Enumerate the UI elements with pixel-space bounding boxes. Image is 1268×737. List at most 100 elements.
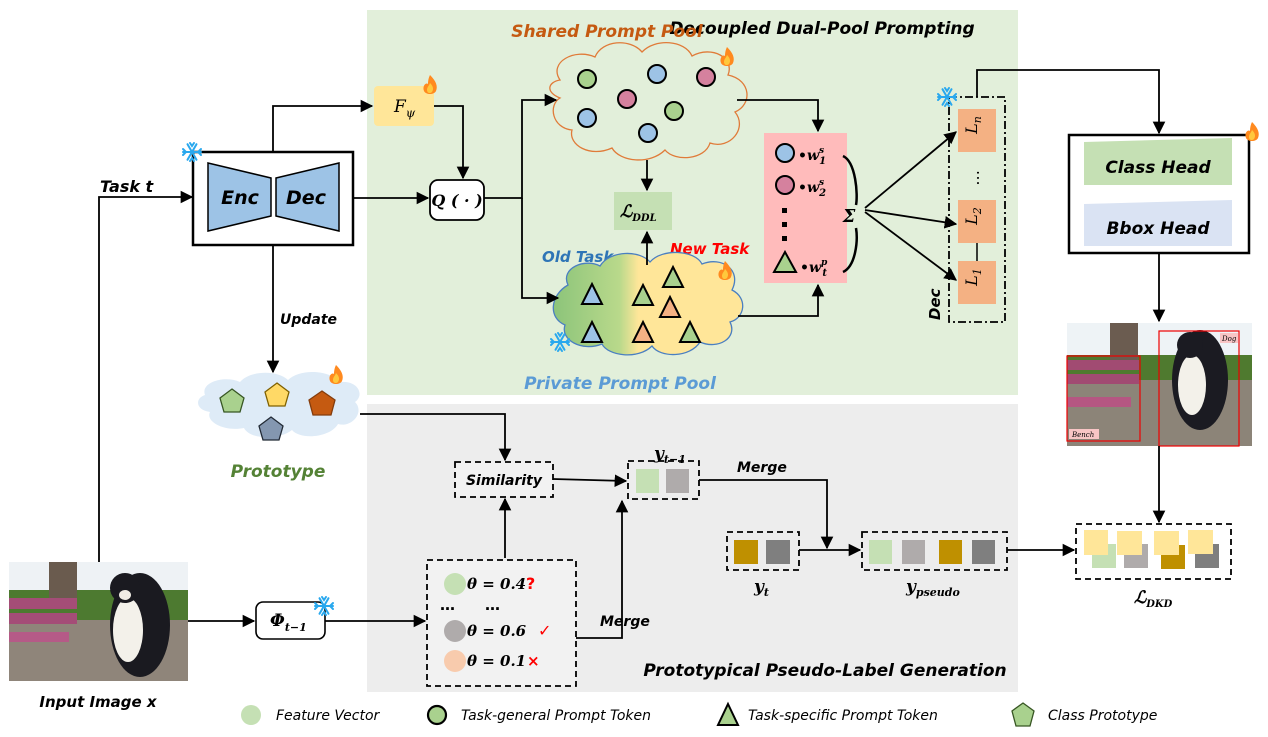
legend: Feature Vector Task-general Prompt Token… [241,701,1157,727]
bbox-head-label: Bbox Head [1106,219,1210,239]
y-prev-label: yt−1 [653,444,686,466]
bench-box [1066,355,1141,442]
label-square-green [636,469,659,493]
legend-label: Class Prototype [1048,708,1157,724]
legend-label: Task-general Prompt Token [461,708,651,724]
input-image-caption: Input Image x [39,693,158,711]
green-task-general-token [577,69,597,89]
bbox-head [1084,200,1232,246]
theta-mark-1: ? [526,574,535,593]
dual-pool-title: Decoupled Dual-Pool Prompting [669,19,974,39]
new-task-specific-token [658,294,682,318]
green-triangle-token [772,249,798,273]
current-labels: yt [726,531,800,599]
theta-list: θ = 0.4 ? … … θ = 0.6 ✓ θ = 0.1 × [426,559,577,687]
shared-pool-title: Shared Prompt Pool [511,22,704,42]
bench-box-label: Bench [1071,431,1094,439]
layer-1 [958,261,996,304]
f-psi-block: Fψ [374,75,437,126]
slate-prototype [258,416,284,441]
private-prompt-pool: Old Task New Task Private Prompt Pool [524,240,750,394]
ddl-loss-block: ℒDDL [614,192,672,230]
ellipsis-dot [782,208,787,213]
layer-n-label: Ln [962,116,984,135]
input-image: Input Image x [9,562,188,711]
flame-icon [329,365,343,384]
prediction-heads: Class Head Bbox Head [1067,122,1259,255]
orange-prototype [308,390,336,416]
old-model-label: Φt−1 [270,611,307,634]
legend-label: Task-specific Prompt Token [748,708,938,724]
similarity-label: Similarity [466,473,543,489]
merge-bottom-label: Merge [600,614,650,630]
class-head-label: Class Head [1105,158,1211,178]
y-t-label: yt [753,577,769,599]
ddl-loss-label: ℒDDL [620,202,657,224]
shared-prompt-pool: Shared Prompt Pool [511,22,748,161]
pink-task-general-token [617,89,637,109]
dog-box [1158,330,1240,447]
theta-row-1: θ = 0.4 [467,575,526,593]
theta-row-3: θ = 0.1 [467,652,526,670]
theta-ellipsis-left: … [440,596,455,614]
label-square-gold [734,540,758,564]
old-task-specific-token [580,281,604,305]
feature-vector [444,650,466,672]
private-pool-title: Private Prompt Pool [524,374,717,394]
detection-image: Bench Dog [1066,323,1252,447]
encoder-shape [207,162,272,232]
pseudo-label-title: Prototypical Pseudo-Label Generation [643,661,1006,681]
previous-labels: yt−1 [627,444,700,500]
layer-2 [958,200,996,243]
bracket [842,154,858,274]
layer-ellipsis: ⋯ [969,170,988,186]
backbone-block: Enc Dec [182,142,355,247]
similarity-block: Similarity [454,461,554,498]
feature-vector [444,573,466,595]
dog-box-label: Dog [1221,335,1237,343]
blue-task-general-token [577,108,597,128]
dkd-block: ℒDKD [1075,523,1232,610]
green-task-general-token [664,101,684,121]
pseudo-labels: ypseudo [861,531,1008,599]
decoder-label: Dec [286,187,327,209]
update-label: Update [280,312,337,328]
merge-top-label: Merge [737,460,787,476]
feature-vector-icon [241,705,261,725]
blue-task-general-token [647,64,667,84]
new-task-label: New Task [670,240,750,258]
new-task-specific-token [678,319,702,343]
new-task-specific-token [661,264,685,288]
label-square-green [869,540,892,564]
pink-token [775,175,795,195]
dkd-loss-label: ℒDKD [1134,588,1173,610]
encoder-label: Enc [221,187,260,209]
flame-icon [1245,122,1259,141]
task-general-token-icon [426,704,448,726]
blue-token [775,143,795,163]
ellipsis-dot [782,222,787,227]
old-task-specific-token [580,319,604,343]
prototype-title: Prototype [231,462,326,482]
layer-1-label: L1 [962,268,984,287]
label-square-gray [902,540,925,564]
pink-task-general-token [696,67,716,87]
decoder-shape [275,162,340,232]
class-prototype-icon [1011,702,1035,727]
theta-mark-2: ✓ [538,621,551,640]
sum-symbol: Σ [842,206,856,227]
decoder-layers-label: Dec [926,288,944,320]
layer-n [958,109,996,152]
task-specific-token-icon [716,701,740,726]
f-psi-label: Fψ [393,97,416,120]
y-pseudo-label: ypseudo [905,577,960,599]
label-square-gold [939,540,962,564]
layer-2-label: L2 [962,207,984,226]
theta-mark-3: × [527,652,540,670]
theta-ellipsis-right: … [485,596,500,614]
